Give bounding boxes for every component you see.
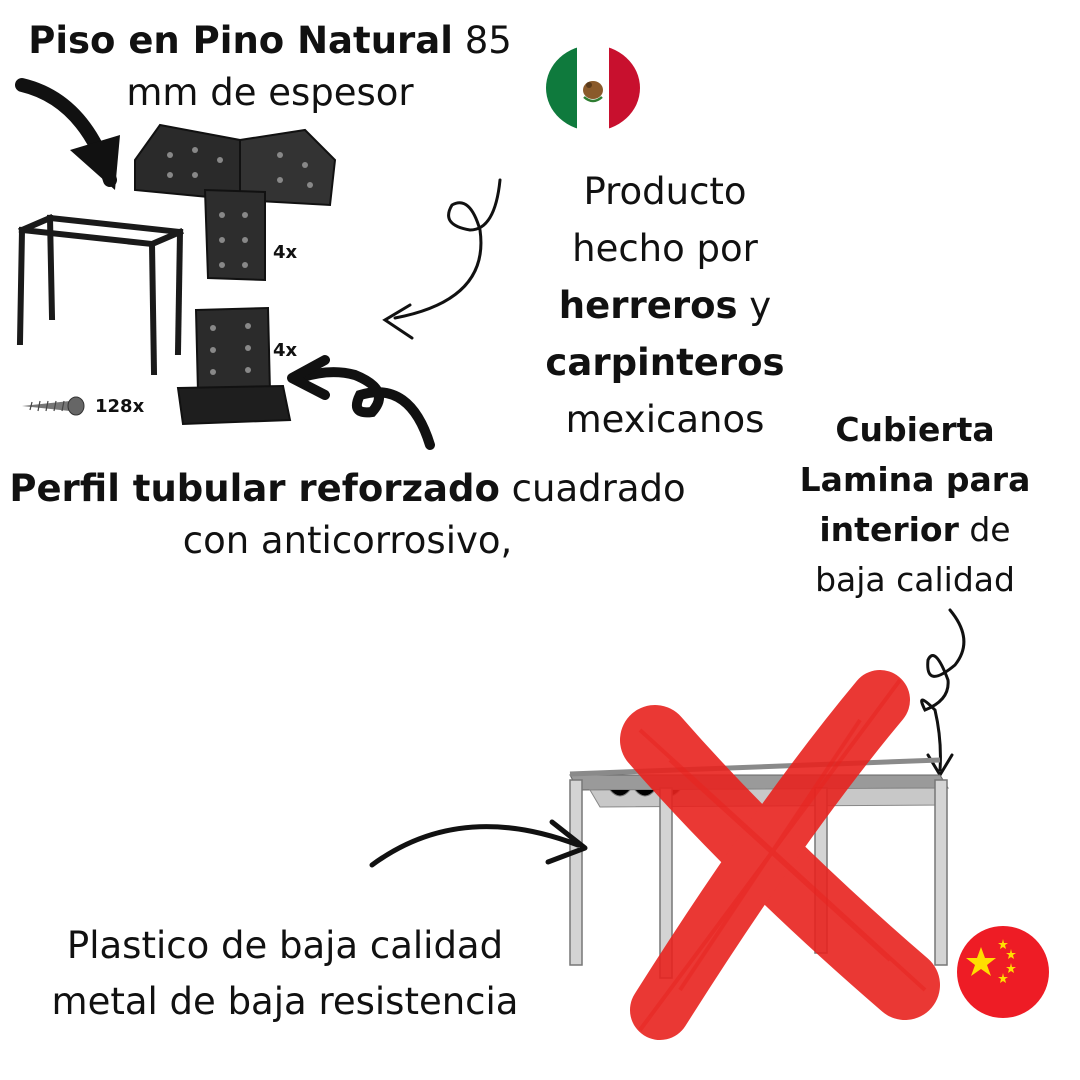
made-by-bold1: herreros <box>558 284 738 327</box>
cover-note-bold3: interior <box>819 510 959 549</box>
top-caption: Piso en Pino Natural 85 mm de espesor <box>20 15 520 119</box>
screw-image <box>22 396 85 416</box>
frame-image <box>16 214 184 376</box>
post-base-image <box>176 306 292 426</box>
top-caption-line2: mm de espesor <box>126 71 414 114</box>
plastic-note-line1: Plastico de baja calidad <box>66 924 504 967</box>
corner-bracket-count: 4x <box>273 242 298 263</box>
screw-count: 128x <box>95 396 145 417</box>
mexico-flag-icon <box>546 45 640 131</box>
profile-caption-rest: cuadrado <box>499 467 686 510</box>
profile-caption-bold: Perfil tubular reforzado <box>9 467 500 510</box>
profile-caption-line2: con anticorrosivo, <box>182 519 513 562</box>
cover-note: Cubierta Lamina para interior de baja ca… <box>790 405 1040 605</box>
top-caption-rest: 85 <box>452 19 512 62</box>
plastic-note: Plastico de baja calidad metal de baja r… <box>15 918 555 1030</box>
made-by-line2: hecho por <box>572 227 758 270</box>
china-flag-icon <box>957 926 1049 1018</box>
made-by-line1: Producto <box>583 170 747 213</box>
made-by-and: y <box>737 284 772 327</box>
made-by-bold2: carpinteros <box>545 341 785 384</box>
plastic-note-line2: metal de baja resistencia <box>51 980 519 1023</box>
made-by-line5: mexicanos <box>565 398 765 441</box>
corner-bracket-image <box>134 123 337 282</box>
made-by-text: Producto hecho por herreros y carpintero… <box>530 163 800 448</box>
top-caption-bold: Piso en Pino Natural <box>28 19 453 62</box>
cover-note-bold2: Lamina para <box>799 460 1031 499</box>
cover-note-line4: baja calidad <box>815 560 1015 599</box>
post-base-count: 4x <box>273 340 298 361</box>
profile-caption: Perfil tubular reforzado cuadrado con an… <box>0 463 695 567</box>
cover-note-bold1: Cubierta <box>835 410 995 449</box>
cover-note-rest3: de <box>958 510 1011 549</box>
